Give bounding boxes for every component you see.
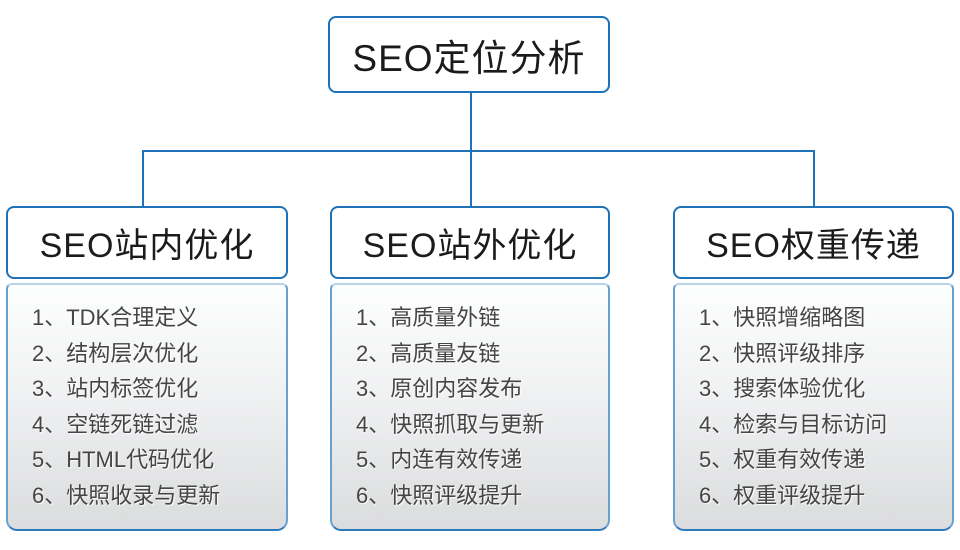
list-item: 5、HTML代码优化 [32, 447, 215, 472]
branch-node-label: SEO站内优化 [39, 227, 255, 265]
list-item: 4、快照抓取与更新 [356, 411, 545, 437]
connector-drop-right [813, 150, 815, 206]
item-list: 1、快照增缩略图 2、快照评级排序 3、搜索体验优化 4、检索与目标访问 5、权… [675, 285, 952, 513]
connector-horizontal-bar [142, 150, 815, 152]
branch-node-offsite-optimization: SEO站外优化 [330, 206, 610, 279]
root-node-label: SEO定位分析 [352, 37, 586, 79]
connector-drop-left [142, 150, 144, 206]
list-item: 5、权重有效传递 [699, 447, 866, 472]
list-item: 6、权重评级提升 [699, 482, 866, 508]
branch-node-label: SEO站外优化 [362, 227, 578, 265]
list-item: 1、快照增缩略图 [699, 305, 866, 330]
list-item: 6、快照收录与更新 [32, 482, 221, 508]
item-list: 1、高质量外链 2、高质量友链 3、原创内容发布 4、快照抓取与更新 5、内连有… [332, 285, 608, 513]
list-item: 5、内连有效传递 [356, 447, 523, 472]
list-item: 1、高质量外链 [356, 305, 501, 330]
branch-node-label: SEO权重传递 [706, 227, 921, 265]
root-node-seo-positioning: SEO定位分析 [328, 16, 610, 93]
list-panel-weight-transfer: 1、快照增缩略图 2、快照评级排序 3、搜索体验优化 4、检索与目标访问 5、权… [673, 283, 954, 531]
item-list: 1、TDK合理定义 2、结构层次优化 3、站内标签优化 4、空链死链过滤 5、H… [8, 285, 286, 513]
list-item: 4、空链死链过滤 [32, 411, 199, 437]
list-panel-offsite-optimization: 1、高质量外链 2、高质量友链 3、原创内容发布 4、快照抓取与更新 5、内连有… [330, 283, 610, 531]
connector-root-stem [470, 93, 472, 151]
list-item: 4、检索与目标访问 [699, 411, 888, 437]
list-item: 2、高质量友链 [356, 340, 501, 366]
list-panel-onsite-optimization: 1、TDK合理定义 2、结构层次优化 3、站内标签优化 4、空链死链过滤 5、H… [6, 283, 288, 531]
list-item: 3、原创内容发布 [356, 376, 523, 401]
list-item: 6、快照评级提升 [356, 482, 523, 508]
branch-node-onsite-optimization: SEO站内优化 [6, 206, 288, 279]
connector-drop-middle [470, 150, 472, 206]
list-item: 2、快照评级排序 [699, 340, 866, 366]
list-item: 3、站内标签优化 [32, 376, 199, 401]
list-item: 1、TDK合理定义 [32, 305, 199, 330]
branch-node-weight-transfer: SEO权重传递 [673, 206, 954, 279]
list-item: 3、搜索体验优化 [699, 376, 866, 401]
list-item: 2、结构层次优化 [32, 340, 199, 366]
